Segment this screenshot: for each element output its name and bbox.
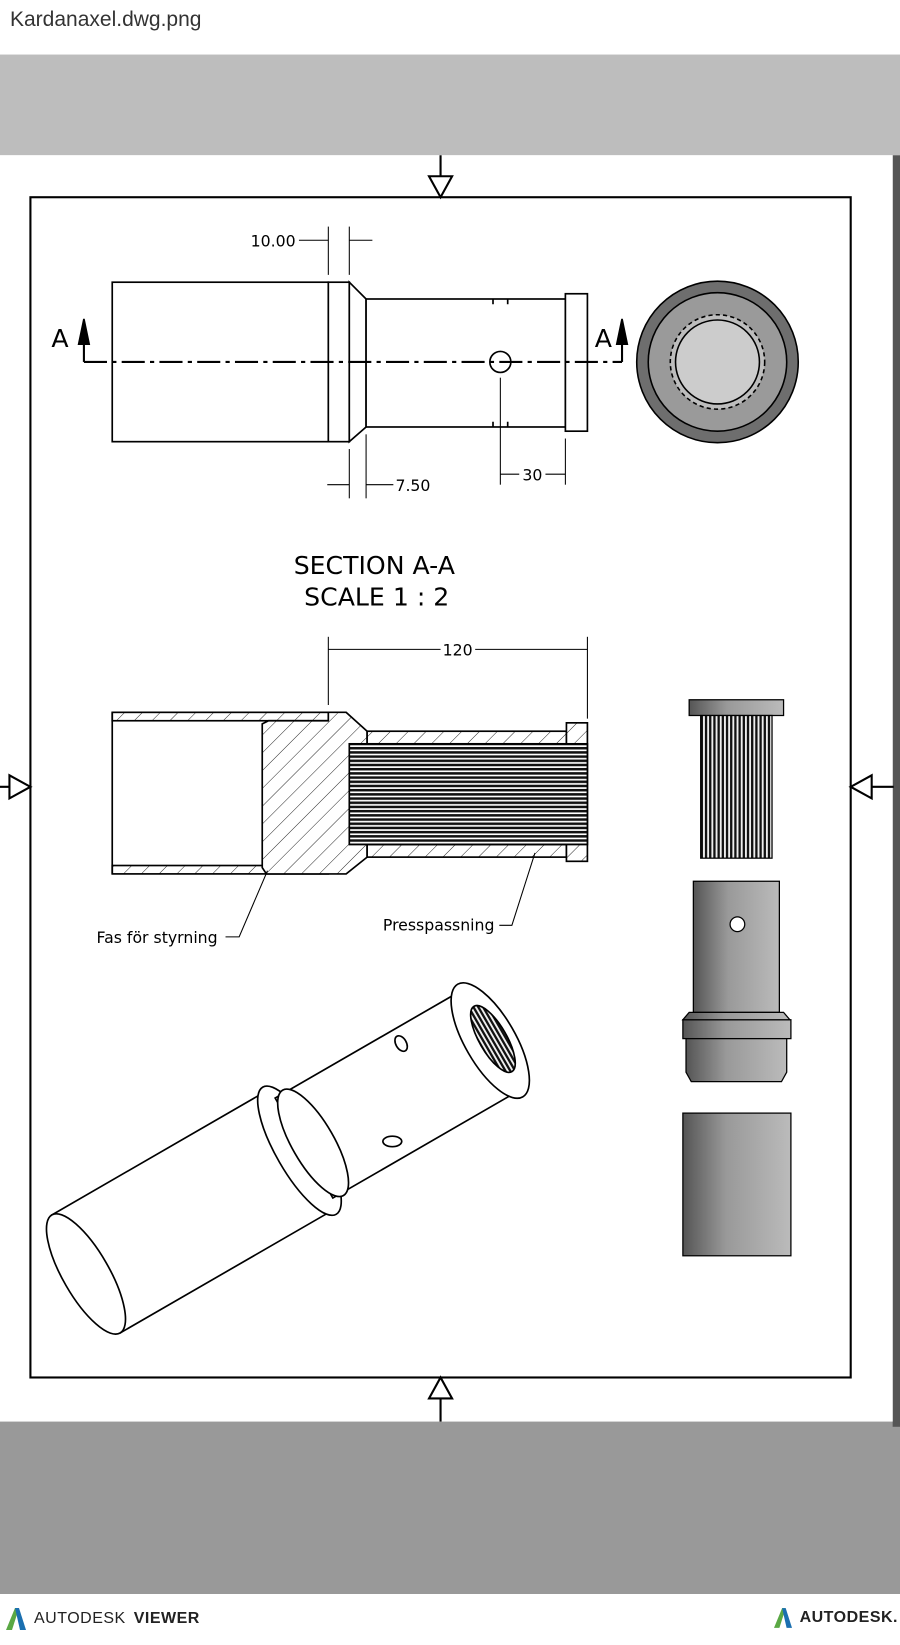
dimension-120: 120 [443, 641, 473, 660]
autodesk-logo-icon [773, 1608, 792, 1628]
render-tube [682, 1112, 792, 1257]
brand-right: AUTODESK. [799, 1609, 898, 1626]
isometric-view [45, 981, 531, 1335]
section-title: SECTION A-A [294, 551, 455, 580]
front-view [77, 280, 629, 444]
centering-marks [0, 155, 894, 1422]
autodesk-logo[interactable]: AUTODESK. [773, 1608, 898, 1628]
footer-bar: AUTODESK VIEWER AUTODESK. [0, 1594, 900, 1645]
render-shaft-end [681, 880, 792, 1083]
render-spline-sleeve [688, 699, 785, 859]
section-scale: SCALE 1 : 2 [304, 582, 449, 611]
note-chamfer: Fas för styrning [97, 928, 218, 947]
section-marker-right: A [595, 324, 612, 353]
sheet-shadow [892, 155, 900, 1427]
autodesk-viewer-logo[interactable]: AUTODESK VIEWER [6, 1608, 200, 1630]
note-press-fit: Presspassning [383, 916, 495, 935]
dimension-30: 30 [522, 465, 542, 484]
section-marker-left: A [51, 324, 68, 353]
dimension-10: 10.00 [251, 232, 296, 251]
leader-lines [225, 852, 536, 938]
dimension-lines [298, 226, 588, 719]
window-title: Kardanaxel.dwg.png [10, 8, 202, 31]
product-name: VIEWER [133, 1610, 200, 1627]
viewer-bottom-band [0, 1421, 900, 1595]
viewer-top-band [0, 54, 900, 156]
section-view [111, 711, 589, 875]
brand-left: AUTODESK [34, 1610, 126, 1627]
autodesk-logo-icon [6, 1608, 26, 1630]
dimension-7-5: 7.50 [395, 476, 430, 495]
end-view [635, 280, 800, 444]
